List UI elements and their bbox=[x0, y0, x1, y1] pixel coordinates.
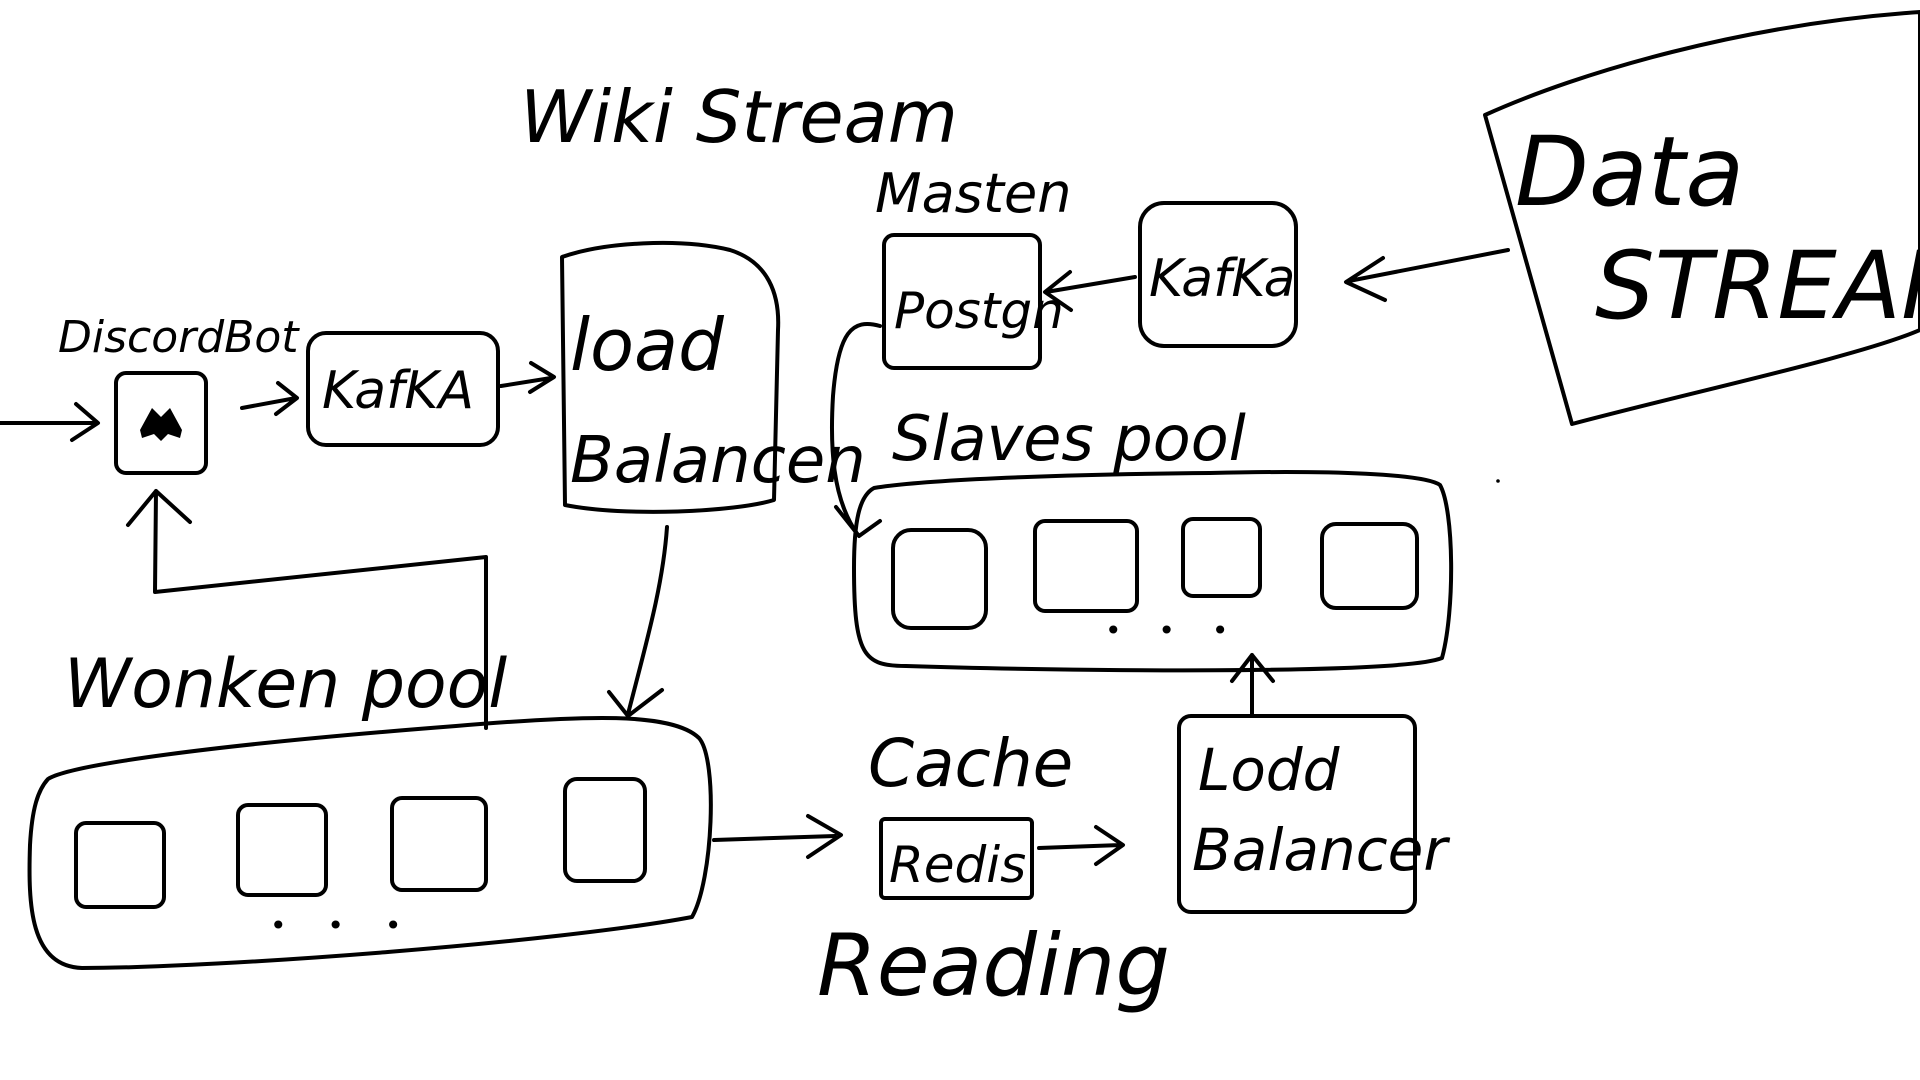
kafka-left-box bbox=[306, 331, 500, 447]
data-stream-line-1: Data bbox=[1515, 116, 1744, 228]
stray-mark bbox=[1496, 479, 1500, 483]
slave-node-4 bbox=[1320, 522, 1419, 610]
redis-label: Redis bbox=[889, 836, 1026, 894]
worker-pool-box bbox=[27, 715, 713, 970]
reading-label: Reading bbox=[817, 916, 1170, 1016]
arrow-discord-to-kafka bbox=[240, 381, 299, 416]
discord-bot-box bbox=[114, 371, 208, 475]
slaves-pool-label: Slaves pool bbox=[892, 402, 1246, 475]
slave-node-2 bbox=[1033, 519, 1139, 613]
incoming-arrow bbox=[0, 402, 100, 442]
data-stream-box bbox=[1483, 10, 1920, 426]
worker-node-1 bbox=[74, 821, 166, 909]
discord-bot-icon bbox=[140, 408, 182, 441]
arrow-redis-to-load-balancer bbox=[1037, 825, 1125, 866]
arrow-master-to-slaves-pool bbox=[829, 321, 882, 538]
discord-bot-label: DiscordBot bbox=[58, 312, 300, 363]
load-balancer-bottom-line-1: Lodd bbox=[1198, 736, 1341, 804]
arrow-load-balancer-to-worker-pool bbox=[607, 525, 669, 718]
redis-box bbox=[879, 817, 1034, 900]
feedback-path-worker-to-discord bbox=[126, 489, 488, 730]
postgres-label: Postgn bbox=[894, 282, 1064, 340]
load-balancer-bottom-line-2: Balancer bbox=[1192, 816, 1450, 884]
slave-node-3 bbox=[1181, 517, 1262, 598]
worker-node-4 bbox=[563, 777, 647, 883]
data-stream-line-2: STREAM bbox=[1595, 232, 1920, 341]
worker-pool-ellipsis: • • • bbox=[270, 909, 417, 942]
worker-node-2 bbox=[236, 803, 328, 897]
kafka-right-box bbox=[1138, 201, 1298, 348]
slave-node-1 bbox=[891, 528, 988, 630]
kafka-left-label: KafKA bbox=[322, 361, 474, 421]
cache-label: Cache bbox=[868, 725, 1073, 802]
postgres-box bbox=[882, 233, 1042, 370]
worker-pool-label: Wonken pool bbox=[64, 645, 507, 724]
arrow-data-stream-to-kafka bbox=[1344, 248, 1510, 302]
slaves-pool-box bbox=[852, 470, 1454, 673]
load-balancer-top-line-2: Balancen bbox=[570, 424, 866, 498]
kafka-right-label: KafKa bbox=[1149, 249, 1296, 309]
load-balancer-top-line-1: load bbox=[570, 303, 725, 387]
diagram-title: Wiki Stream bbox=[520, 75, 958, 159]
load-balancer-bottom-box bbox=[1177, 714, 1417, 914]
load-balancer-top-box bbox=[560, 240, 781, 514]
arrow-kafka-to-load-balancer bbox=[499, 361, 556, 394]
master-label: Masten bbox=[875, 162, 1071, 225]
arrow-worker-pool-to-cache bbox=[712, 814, 843, 859]
arrow-kafka-right-to-postgres bbox=[1043, 270, 1137, 312]
slaves-pool-ellipsis: • • • bbox=[1105, 614, 1242, 647]
arrow-load-balancer-to-slaves-pool bbox=[1230, 653, 1275, 718]
worker-node-3 bbox=[390, 796, 488, 892]
